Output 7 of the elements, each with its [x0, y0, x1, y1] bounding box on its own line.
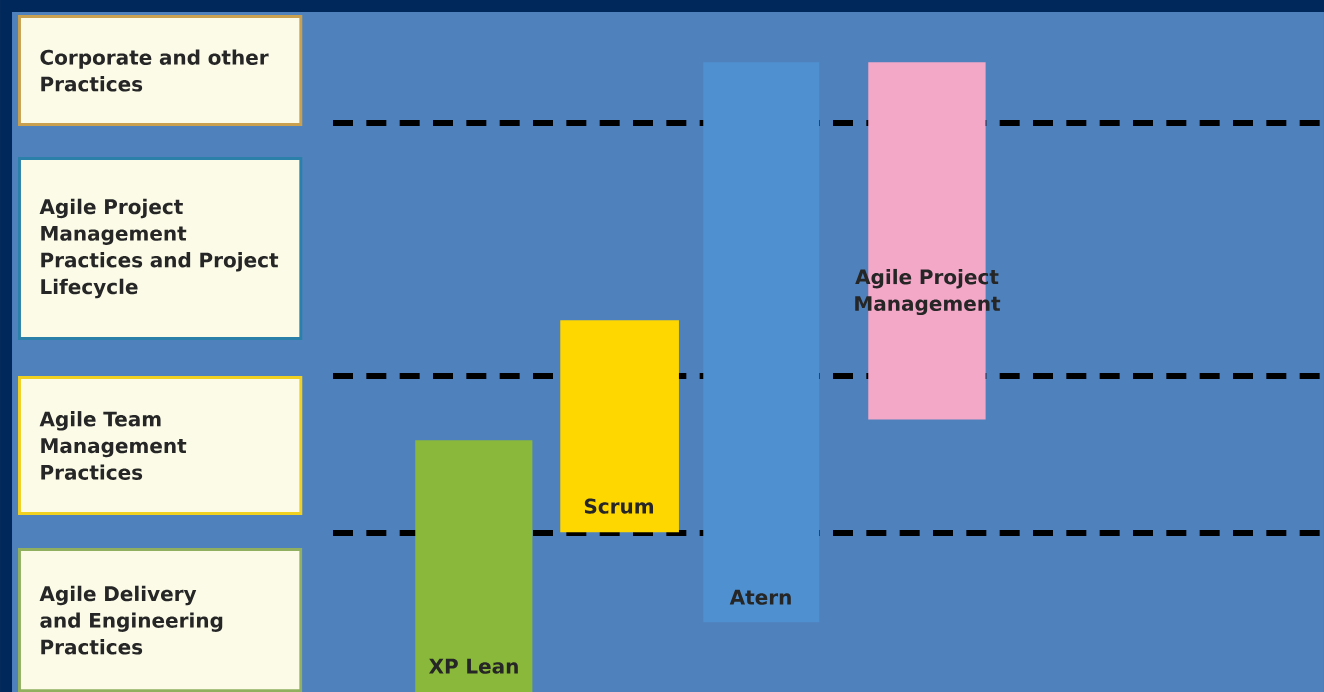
category-box: Agile Project Management Practices and Project Lifecycle [18, 157, 303, 340]
method-bar: Scrum [560, 320, 679, 533]
method-bar: Atern [703, 62, 820, 623]
method-bar: XP Lean [415, 440, 533, 692]
category-box: Agile Team Management Practices [18, 376, 303, 515]
category-box: Agile Delivery and Engineering Practices [18, 548, 303, 692]
category-box: Corporate and other Practices [18, 15, 303, 126]
